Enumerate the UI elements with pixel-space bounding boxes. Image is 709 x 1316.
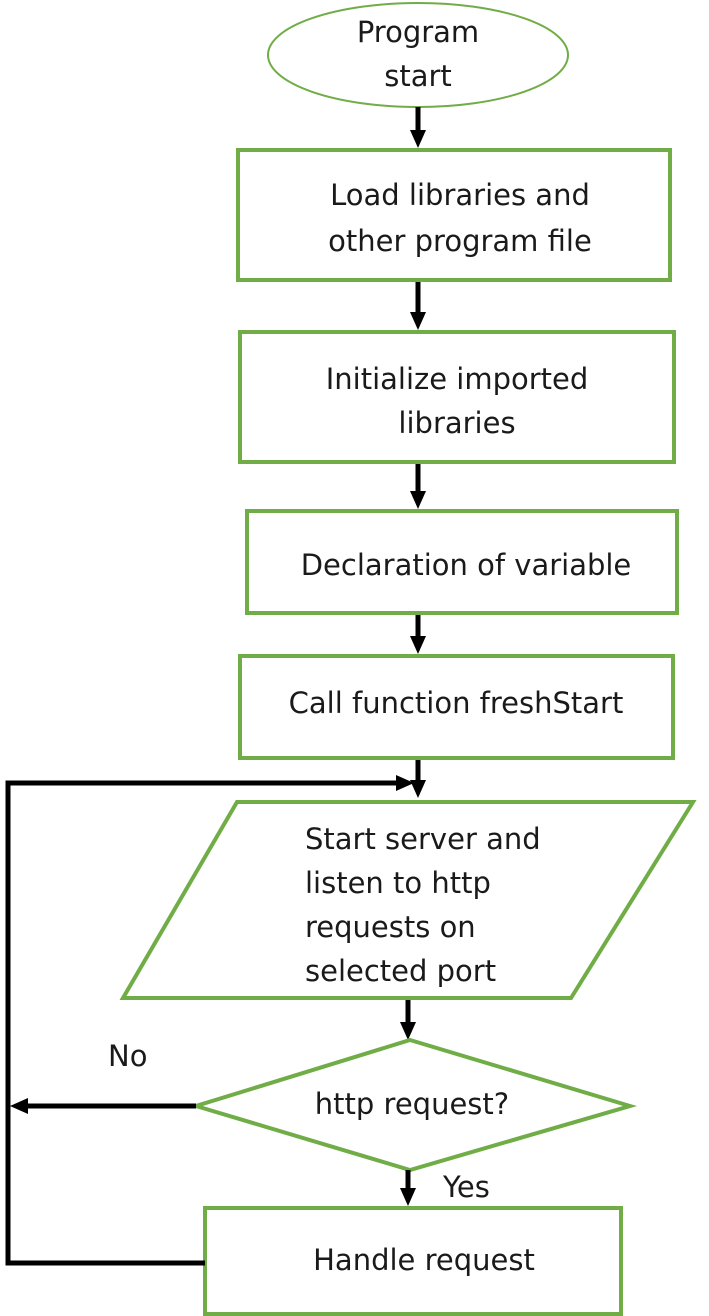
handle-label: Handle request bbox=[313, 1243, 535, 1277]
server-label-line4: selected port bbox=[305, 954, 496, 988]
server-label-line3: requests on bbox=[305, 910, 476, 944]
declaration-node: Declaration of variable bbox=[245, 509, 679, 615]
arrow-start-to-load bbox=[410, 107, 426, 148]
init-label-line1: Initialize imported bbox=[326, 362, 589, 396]
start-server-node: Start server and listen to http requests… bbox=[119, 800, 697, 1000]
start-node: Program start bbox=[267, 2, 569, 108]
declare-label: Declaration of variable bbox=[301, 548, 632, 582]
arrow-yes-branch bbox=[400, 1170, 416, 1206]
call-function-node: Call function freshStart bbox=[238, 654, 675, 760]
server-label-line1: Start server and bbox=[305, 822, 541, 856]
init-label-line2: libraries bbox=[398, 406, 515, 440]
arrow-server-to-decision bbox=[400, 1000, 416, 1040]
arrow-call-to-server bbox=[410, 760, 426, 798]
start-label-line1: Program bbox=[357, 15, 479, 49]
arrow-init-to-declare bbox=[410, 464, 426, 509]
arrow-load-to-init bbox=[410, 282, 426, 330]
load-label-line1: Load libraries and bbox=[330, 178, 590, 212]
initialize-libraries-node: Initialize imported libraries bbox=[238, 330, 676, 464]
load-label-line2: other program file bbox=[328, 224, 592, 258]
no-label: No bbox=[108, 1039, 147, 1073]
call-label: Call function freshStart bbox=[289, 686, 624, 720]
http-request-decision-node: http request? bbox=[189, 1037, 638, 1173]
load-libraries-node: Load libraries and other program file bbox=[236, 148, 672, 282]
server-label-line2: listen to http bbox=[305, 866, 491, 900]
loop-back-connector bbox=[5, 775, 414, 1266]
decision-label: http request? bbox=[315, 1087, 509, 1121]
arrow-declare-to-call bbox=[410, 615, 426, 654]
arrow-no-branch bbox=[10, 1098, 196, 1114]
start-label-line2: start bbox=[384, 59, 452, 93]
handle-request-node: Handle request bbox=[203, 1206, 623, 1316]
yes-label: Yes bbox=[442, 1170, 490, 1204]
